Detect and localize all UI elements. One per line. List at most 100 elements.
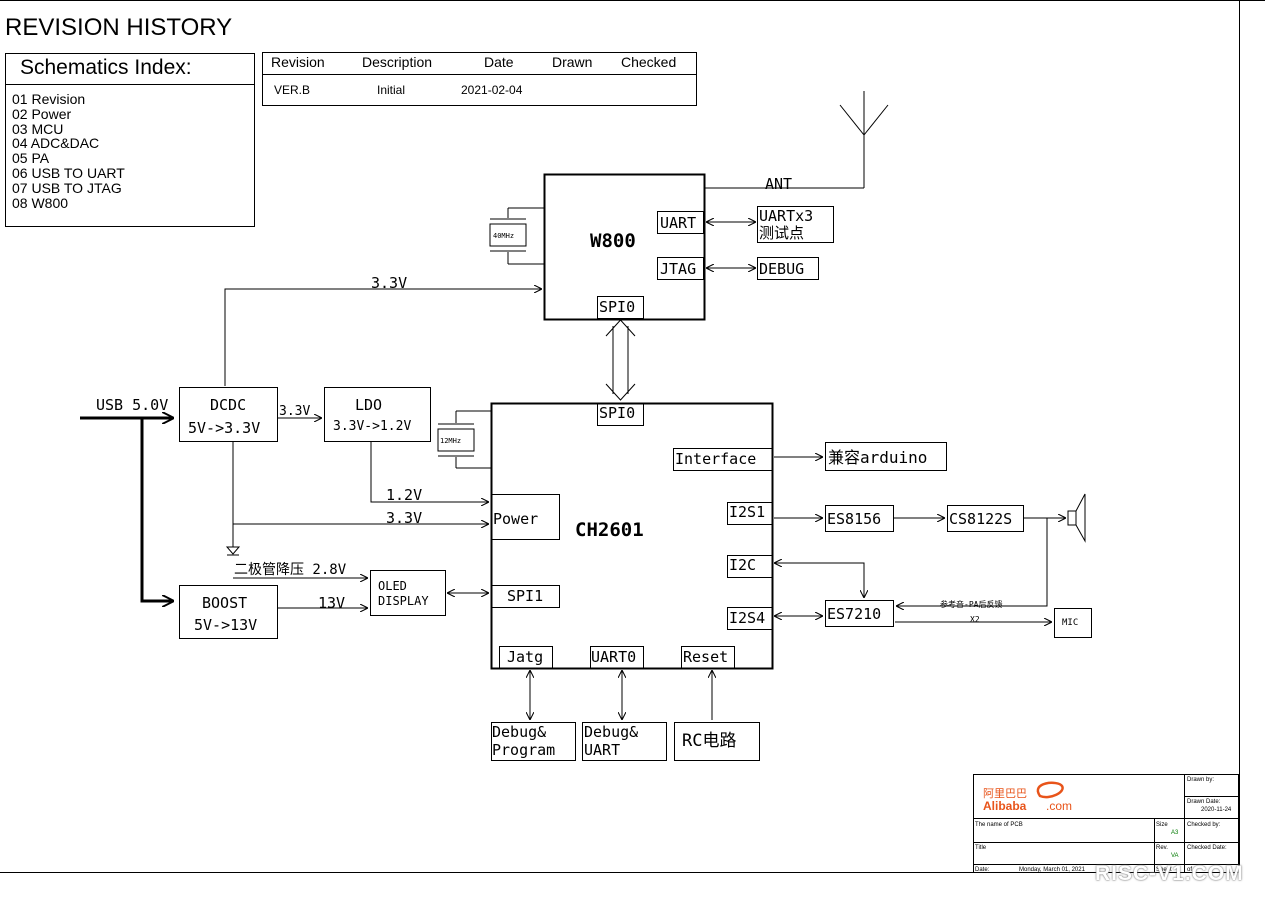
- port-power-label: Power: [493, 510, 538, 528]
- block-dcdc: [179, 387, 278, 442]
- index-item: 08 W800: [12, 194, 69, 211]
- es7210-label: ES7210: [827, 605, 881, 623]
- ldo-line2: 3.3V->1.2V: [333, 419, 411, 434]
- port-i2s1-label: I2S1: [729, 503, 765, 521]
- rev-header-date: Date: [484, 54, 514, 70]
- port-i2c: [727, 555, 773, 578]
- logo-suffix: .com: [1046, 799, 1072, 813]
- boost-line2: 5V->13V: [194, 616, 257, 634]
- crystal-ch2601-icon: [437, 410, 491, 469]
- wire-i2c: [774, 563, 864, 598]
- port-reset-label: Reset: [683, 648, 728, 666]
- block-es7210: [825, 600, 894, 627]
- uart-test-line2: 测试点: [759, 224, 804, 242]
- label-pa-feedback: 参考音-PA后反馈: [940, 599, 1002, 609]
- block-ldo: [324, 387, 431, 442]
- label-3v3-dcdc-ldo: 3.3V: [279, 404, 310, 419]
- dcdc-line1: DCDC: [210, 396, 246, 414]
- drawn-date-value: 2020-11-24: [1201, 807, 1232, 813]
- ldo-line1: LDO: [355, 396, 382, 414]
- date-value: Monday, March 01, 2021: [1019, 867, 1086, 873]
- block-debug-uart: [582, 722, 667, 761]
- alibaba-logo-icon: [1036, 781, 1064, 799]
- mic-label: MIC: [1062, 618, 1078, 628]
- port-i2s4-label: I2S4: [729, 609, 765, 627]
- debug-label: DEBUG: [759, 260, 804, 278]
- block-debug-program: [491, 722, 576, 761]
- port-power: [491, 494, 560, 540]
- boost-line1: BOOST: [202, 594, 247, 612]
- drawn-by-label: Drawn by:: [1187, 777, 1214, 783]
- port-w800-uart: [657, 211, 704, 234]
- wire-pa-feedback: [896, 518, 1048, 606]
- label-diode: 二极管降压 2.8V: [234, 562, 347, 578]
- label-ant: ANT: [765, 175, 792, 193]
- cs8122s-label: CS8122S: [949, 510, 1012, 528]
- rev-cell-revision: VER.B: [274, 83, 311, 97]
- index-divider: [6, 84, 254, 85]
- label-x2: X2: [970, 615, 980, 624]
- schematics-index-title: Schematics Index:: [20, 56, 192, 79]
- crystal-w800-label: 40MHz: [493, 232, 514, 240]
- port-w800-jtag: [657, 257, 704, 280]
- port-jatg: [499, 646, 553, 669]
- size-value: A3: [1171, 830, 1179, 836]
- watermark: RISC-V1.COM: [1095, 862, 1244, 885]
- index-item: 04 ADC&DAC: [12, 135, 100, 152]
- crystal-w800-icon: [489, 207, 544, 265]
- schematics-index-box: Schematics Index: 01 Revision 02 Power 0…: [5, 53, 255, 227]
- port-jatg-label: Jatg: [507, 648, 543, 666]
- rev-cell-date: 2021-02-04: [461, 83, 523, 97]
- port-i2s4: [727, 607, 773, 630]
- block-es8156: [825, 505, 894, 532]
- checked-by-label: Checked by:: [1187, 822, 1221, 828]
- wire-1v2: [370, 442, 489, 502]
- wire-3v3-power: [232, 442, 489, 524]
- ch2601-label: CH2601: [575, 519, 644, 541]
- oled-line1: OLED: [378, 579, 407, 593]
- port-reset: [681, 646, 735, 669]
- checked-date-label: Checked Date:: [1187, 845, 1227, 851]
- label-1v2: 1.2V: [386, 486, 422, 504]
- index-item: 07 USB TO JTAG: [12, 179, 122, 196]
- logo-chinese: 阿里巴巴: [983, 787, 1027, 800]
- debug-program-line2: Program: [492, 741, 555, 759]
- port-w800-spi0: [597, 296, 644, 319]
- size-label: Size: [1156, 822, 1168, 828]
- uart-test-line1: UARTx3: [759, 207, 813, 225]
- arduino-label: 兼容arduino: [828, 448, 927, 467]
- drawn-date-label: Drawn Date:: [1187, 799, 1221, 805]
- title-block: 阿里巴巴 Alibaba .com Drawn by: Drawn Date: …: [973, 774, 1239, 873]
- label-3v3-power: 3.3V: [386, 509, 422, 527]
- port-w800-uart-label: UART: [660, 214, 696, 232]
- block-debug: [757, 257, 819, 280]
- port-interface-label: Interface: [675, 450, 756, 468]
- rev-label: Rev.: [1156, 845, 1168, 851]
- index-item: 03 MCU: [12, 120, 64, 137]
- port-uart0-label: UART0: [591, 648, 636, 666]
- rev-header-description: Description: [362, 54, 433, 70]
- diode-icon: [225, 546, 241, 556]
- port-ch-spi0: [597, 403, 644, 426]
- title-label: Title: [975, 845, 987, 851]
- port-w800-jtag-label: JTAG: [660, 260, 696, 278]
- es8156-label: ES8156: [827, 510, 881, 528]
- block-boost: [179, 585, 278, 639]
- schematics-index-list: 01 Revision 02 Power 03 MCU 04 ADC&DAC 0…: [12, 92, 125, 210]
- debug-uart-line2: UART: [584, 741, 620, 759]
- page-title: REVISION HISTORY: [5, 14, 233, 41]
- label-13v: 13V: [318, 594, 345, 612]
- label-usb: USB 5.0V: [96, 396, 168, 414]
- spi0-bus-arrow: [605, 319, 636, 401]
- port-uart0: [590, 646, 644, 669]
- index-item: 01 Revision: [12, 91, 86, 107]
- rev-header-checked: Checked: [621, 54, 677, 70]
- port-spi1-label: SPI1: [507, 587, 543, 605]
- rev-value: VA: [1171, 853, 1179, 859]
- rc-label: RC电路: [682, 731, 736, 751]
- rev-cell-description: Initial: [377, 83, 406, 97]
- block-oled: [370, 570, 446, 616]
- w800-label: W800: [590, 230, 636, 252]
- port-spi1: [491, 585, 560, 608]
